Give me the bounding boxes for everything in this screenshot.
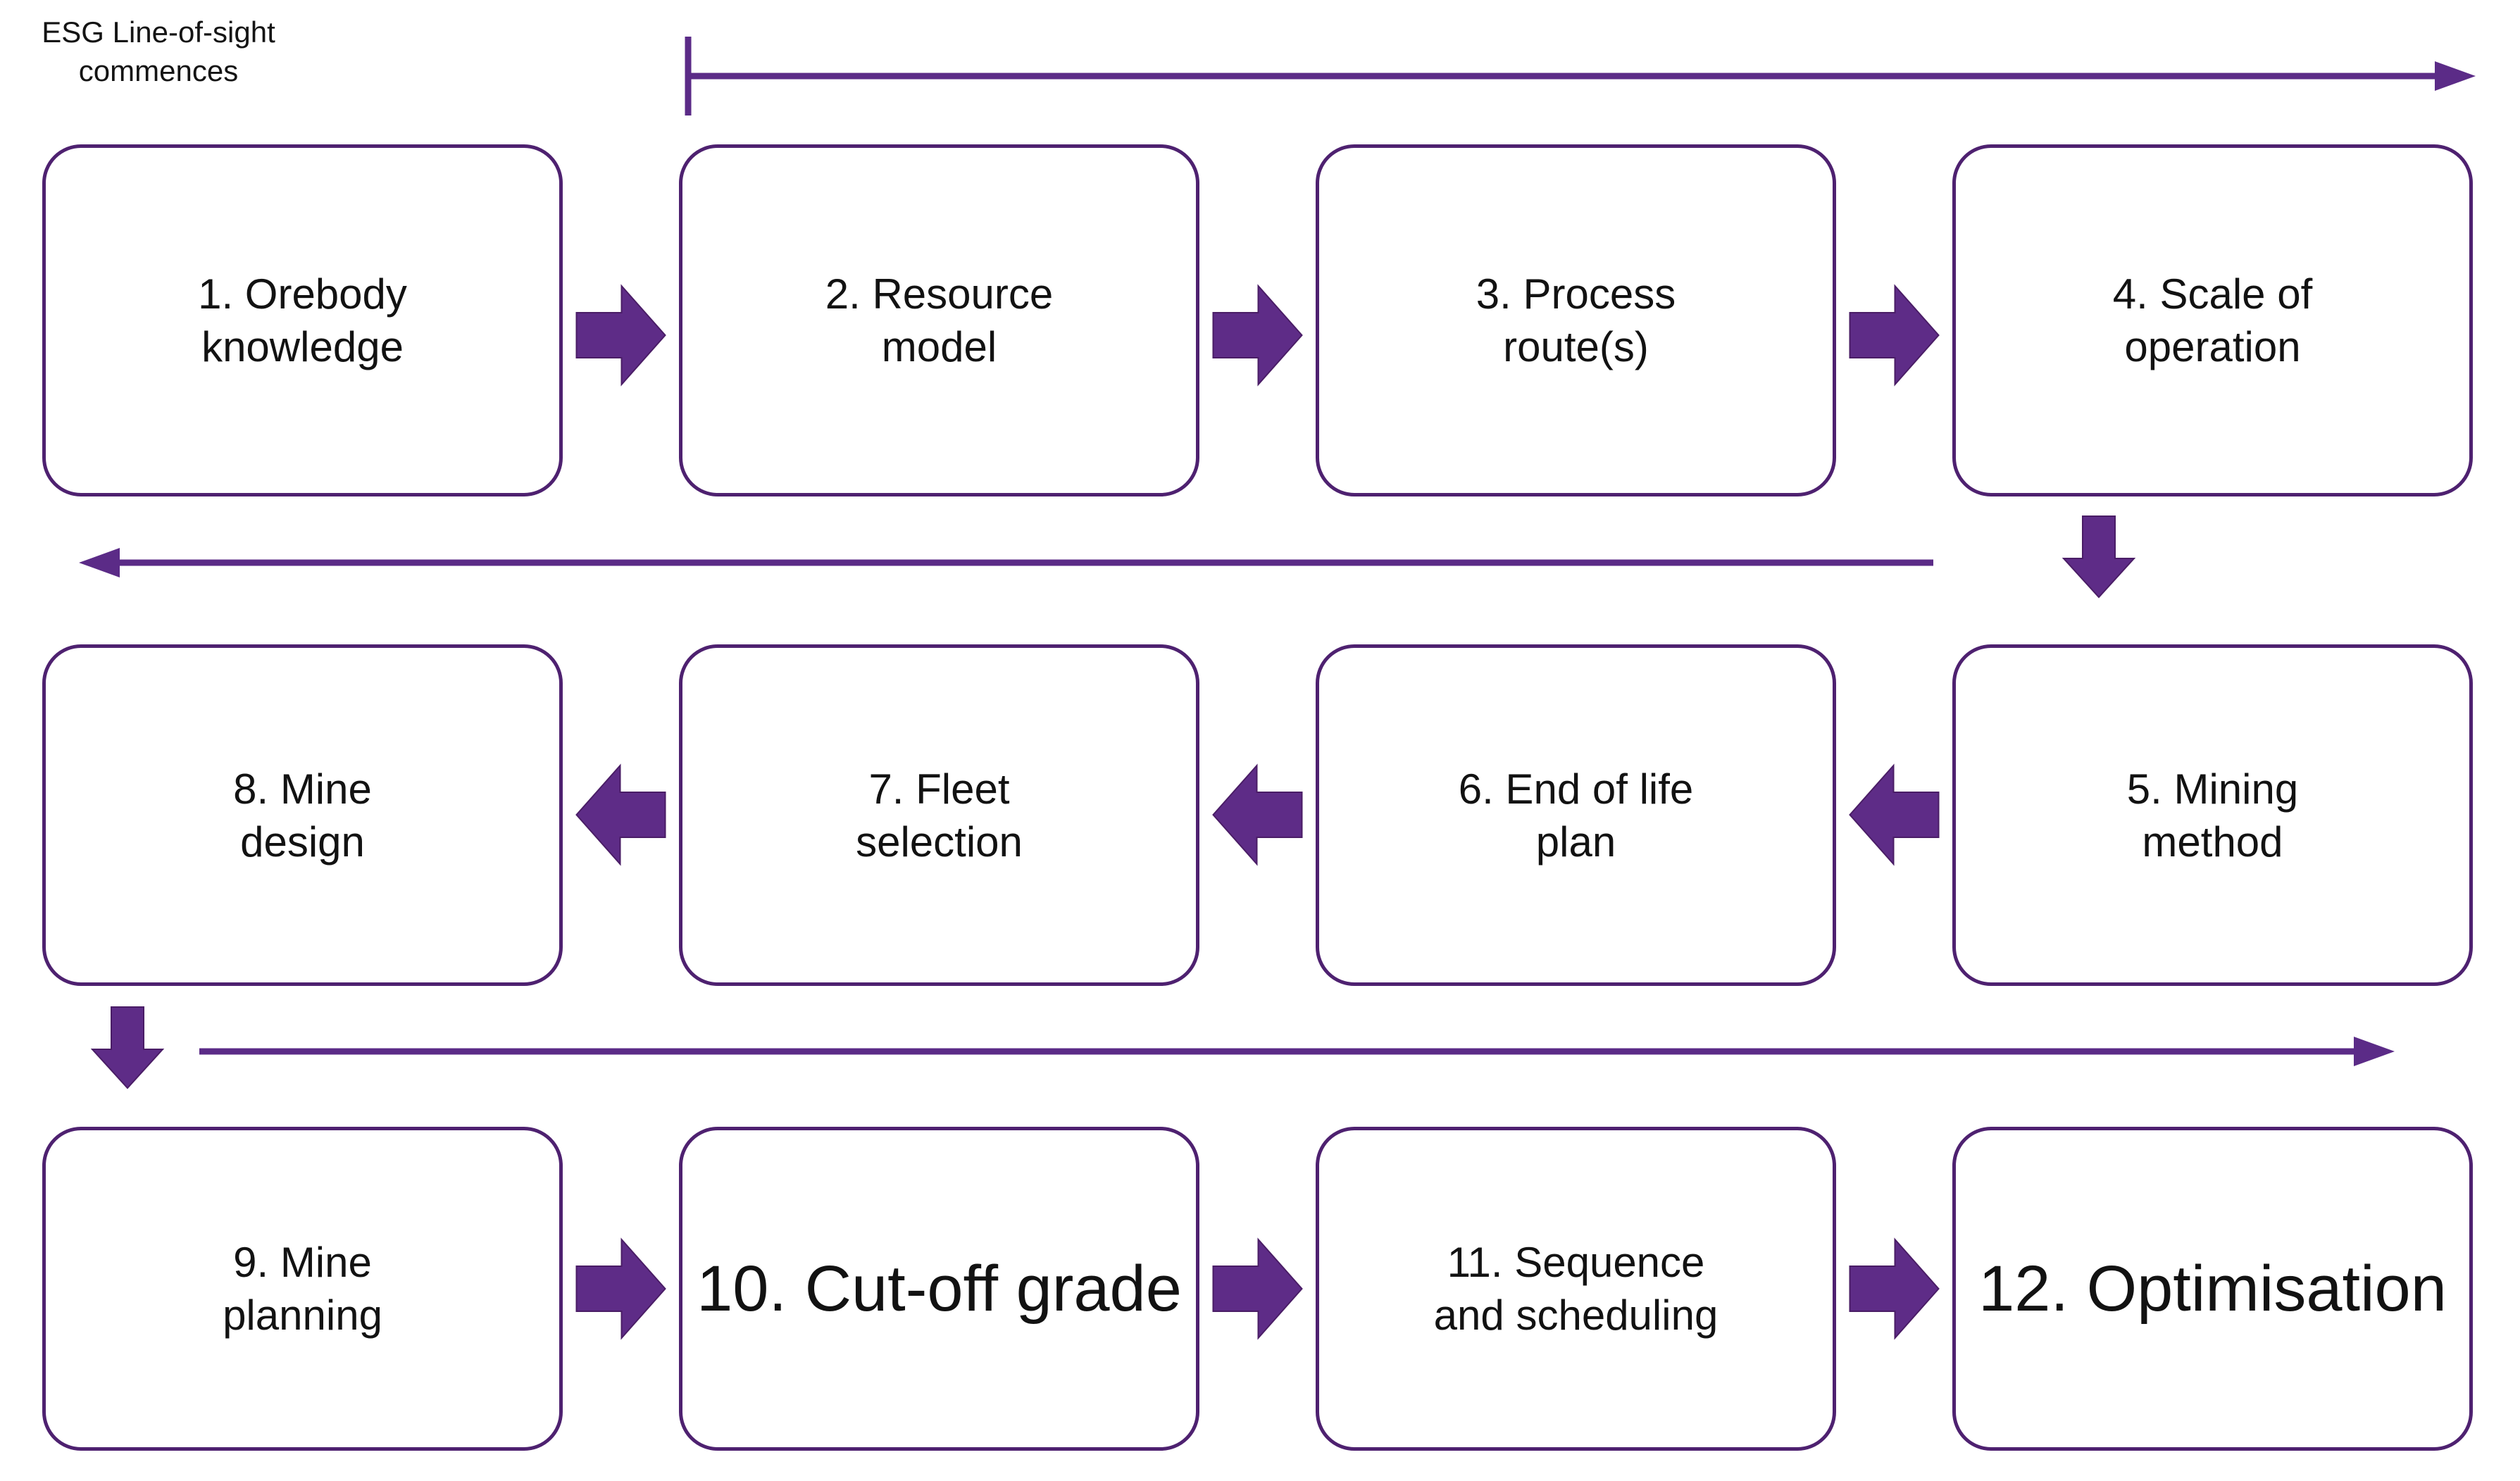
step-box-11: 11. Sequence and scheduling	[1316, 1127, 1836, 1451]
step-label-4: 4. Scale of operation	[2113, 268, 2313, 373]
step-box-8: 8. Mine design	[42, 644, 563, 986]
step-label-8: 8. Mine design	[233, 763, 372, 868]
arrow-step10-to-step11	[1212, 1237, 1303, 1340]
step-label-line: model	[881, 323, 997, 370]
step-box-2: 2. Resource model	[679, 144, 1199, 496]
step-box-3: 3. Process route(s)	[1316, 144, 1836, 496]
step-label-line: 10. Cut-off grade	[697, 1252, 1182, 1325]
step-label-10: 10. Cut-off grade	[697, 1249, 1182, 1330]
step-box-12: 12. Optimisation	[1952, 1127, 2473, 1451]
step-label-line: 2. Resource	[825, 270, 1054, 318]
arrow-step8-to-step9	[90, 1006, 165, 1089]
step-label-line: and scheduling	[1433, 1292, 1719, 1339]
step-label-line: planning	[223, 1292, 382, 1339]
step-box-10: 10. Cut-off grade	[679, 1127, 1199, 1451]
step-label-3: 3. Process route(s)	[1476, 268, 1676, 373]
step-label-line: 9. Mine	[233, 1239, 372, 1286]
step-label-line: 5. Mining	[2126, 765, 2299, 813]
step-label-5: 5. Mining method	[2127, 763, 2298, 868]
step-label-line: selection	[856, 818, 1023, 866]
step-label-line: 11. Sequence	[1447, 1239, 1705, 1286]
step-label-line: knowledge	[201, 323, 404, 370]
step-label-11: 11. Sequence and scheduling	[1434, 1236, 1719, 1342]
arrow-step7-to-step8	[575, 763, 666, 866]
step-box-1: 1. Orebody knowledge	[42, 144, 563, 496]
esg-note-line1: ESG Line-of-sight	[42, 15, 275, 49]
arrow-step3-to-step4	[1849, 284, 1940, 387]
step-label-12: 12. Optimisation	[1978, 1249, 2447, 1330]
continue-to-row3-arrow-head	[2354, 1037, 2395, 1066]
step-box-9: 9. Mine planning	[42, 1127, 563, 1451]
step-label-6: 6. End of life plan	[1459, 763, 1694, 868]
step-label-9: 9. Mine planning	[223, 1236, 382, 1342]
step-label-line: 4. Scale of	[2112, 270, 2313, 318]
step-box-7: 7. Fleet selection	[679, 644, 1199, 986]
esg-note-line2: commences	[78, 54, 239, 88]
step-label-2: 2. Resource model	[825, 268, 1054, 373]
arrow-step6-to-step7	[1212, 763, 1303, 866]
step-box-5: 5. Mining method	[1952, 644, 2473, 986]
step-box-4: 4. Scale of operation	[1952, 144, 2473, 496]
arrow-step5-to-step6	[1849, 763, 1940, 866]
step-label-1: 1. Orebody knowledge	[198, 268, 407, 373]
esg-note: ESG Line-of-sight commences	[0, 13, 317, 91]
arrow-step4-to-step5	[2061, 515, 2136, 599]
arrow-step11-to-step12	[1849, 1237, 1940, 1340]
step-box-6: 6. End of life plan	[1316, 644, 1836, 986]
arrow-step2-to-step3	[1212, 284, 1303, 387]
step-label-line: design	[240, 818, 365, 866]
step-label-line: 12. Optimisation	[1978, 1252, 2447, 1325]
step-label-line: 3. Process	[1476, 270, 1676, 318]
step-label-line: 7. Fleet	[868, 765, 1010, 813]
step-label-line: 8. Mine	[233, 765, 372, 813]
step-label-line: 6. End of life	[1458, 765, 1694, 813]
arrow-step9-to-step10	[575, 1237, 666, 1340]
esg-timeline-arrow-head	[2435, 61, 2476, 91]
step-label-line: route(s)	[1503, 323, 1649, 370]
return-to-row2-arrow-head	[79, 548, 120, 577]
step-label-line: 1. Orebody	[198, 270, 407, 318]
step-label-line: method	[2142, 818, 2283, 866]
step-label-line: operation	[2124, 323, 2301, 370]
arrow-step1-to-step2	[575, 284, 666, 387]
step-label-7: 7. Fleet selection	[856, 763, 1023, 868]
step-label-line: plan	[1535, 818, 1616, 866]
